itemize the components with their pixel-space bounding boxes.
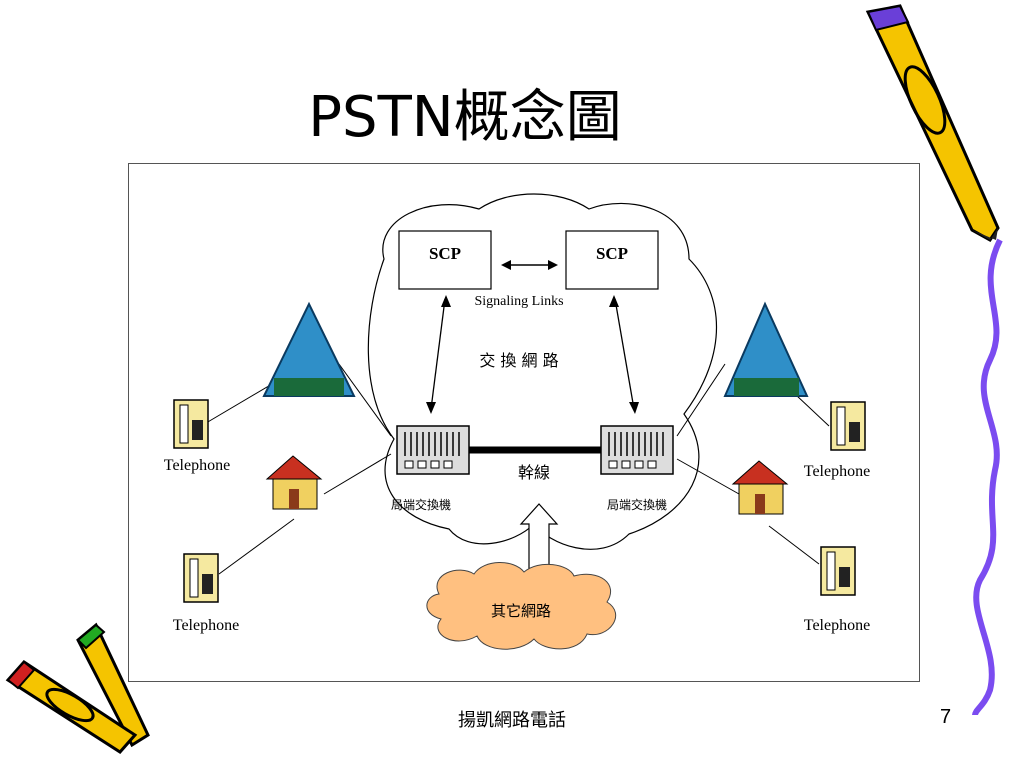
- telephone-icon: [830, 401, 866, 451]
- squiggle-decoration: [972, 238, 1003, 716]
- local-switch-right-label: 局端交換機: [607, 497, 667, 512]
- local-switch-left-label: 局端交換機: [391, 497, 451, 512]
- telephone-icon: [183, 553, 219, 603]
- scp-right-box: [565, 230, 659, 290]
- switch-icon: [396, 425, 470, 475]
- diagram-canvas: SCP SCP Signaling Links 交 換 網 路: [164, 193, 870, 650]
- pencil-icon: [865, 4, 1000, 242]
- trunk-label: 幹線: [518, 463, 550, 482]
- house-icon: [731, 460, 789, 515]
- telephone-bottom-right-label: Telephone: [804, 617, 870, 634]
- page-number: 7: [940, 706, 952, 728]
- pencil-icon: [76, 622, 150, 748]
- scp-right-label: SCP: [596, 244, 628, 263]
- telephone-icon: [820, 546, 856, 596]
- switching-network-cloud: [367, 193, 718, 550]
- other-network-label: 其它網路: [491, 602, 551, 620]
- building-icon: [262, 301, 356, 397]
- slide-footer: 揚凱網路電話: [458, 710, 566, 731]
- pstn-diagram: SCP SCP Signaling Links 交 換 網 路: [128, 163, 920, 682]
- telephone-bottom-left-label: Telephone: [173, 617, 239, 634]
- scp-left-label: SCP: [429, 244, 461, 263]
- switch-icon: [600, 425, 674, 475]
- telephone-top-right-label: Telephone: [804, 463, 870, 480]
- telephone-top-left-label: Telephone: [164, 457, 230, 474]
- house-icon: [265, 455, 323, 510]
- signaling-links-label: Signaling Links: [474, 294, 563, 309]
- switching-network-label: 交 換 網 路: [479, 351, 558, 370]
- building-icon: [723, 301, 809, 397]
- pencil-icon: [5, 660, 138, 754]
- scp-left-box: [398, 230, 492, 290]
- telephone-icon: [173, 399, 209, 449]
- slide-title: PSTN概念圖: [308, 85, 622, 150]
- other-network-cloud: [426, 562, 617, 650]
